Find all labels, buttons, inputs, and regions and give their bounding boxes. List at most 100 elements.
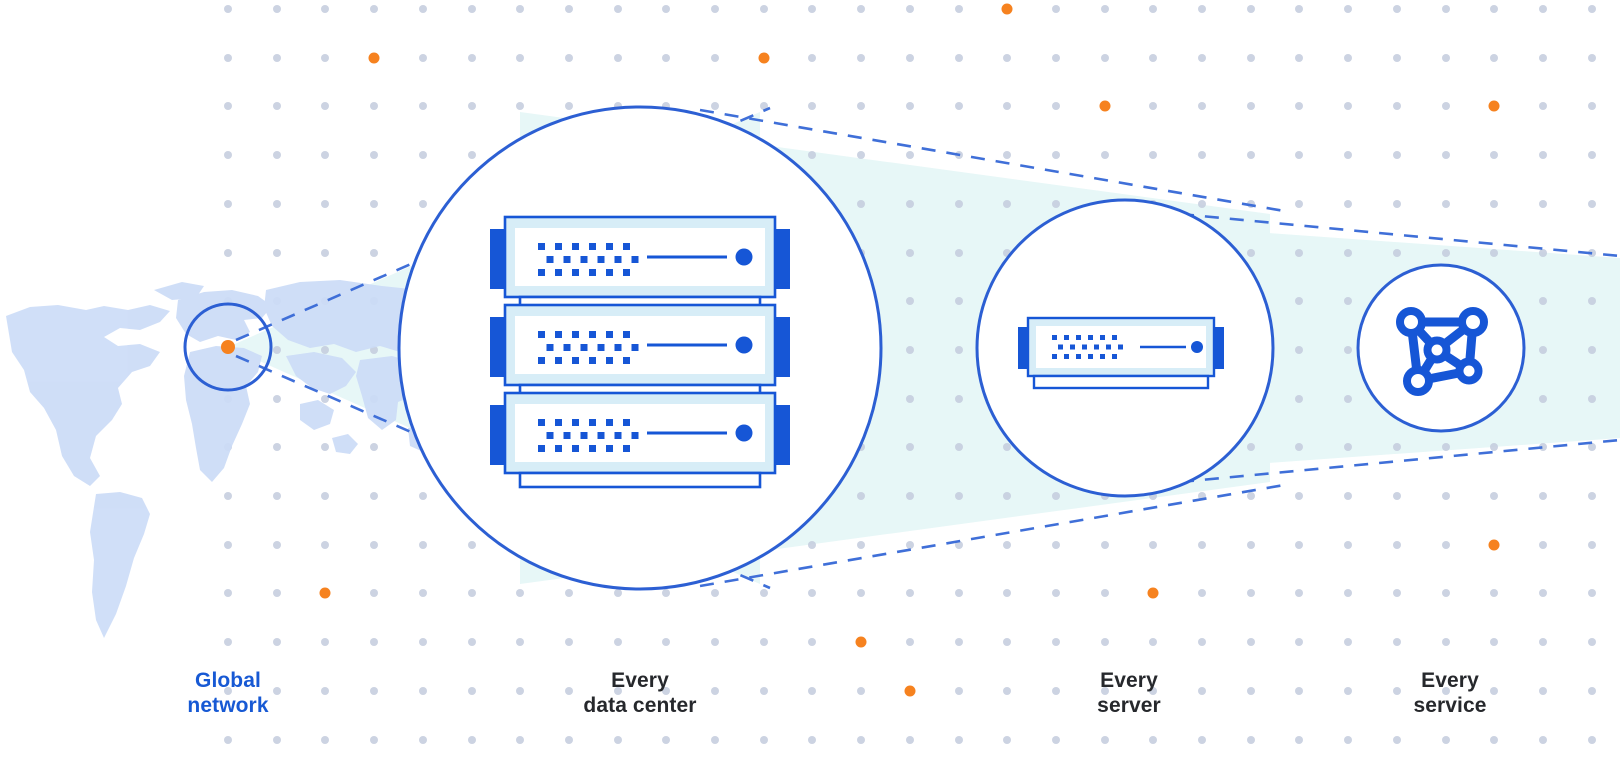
grid-dot — [857, 5, 865, 13]
grid-dot — [1442, 589, 1450, 597]
grid-dot — [321, 151, 329, 159]
grid-dot — [1149, 541, 1157, 549]
grid-dot — [1247, 54, 1255, 62]
grid-dot — [808, 102, 816, 110]
vent-dot — [1088, 354, 1093, 359]
vent-dot — [538, 419, 545, 426]
grid-dot — [1442, 687, 1450, 695]
grid-dot — [1247, 151, 1255, 159]
vent-dot — [538, 357, 545, 364]
grid-dot — [1052, 200, 1060, 208]
grid-dot — [1539, 687, 1547, 695]
stage-every-service[interactable] — [1356, 263, 1526, 433]
grid-dot — [1247, 249, 1255, 257]
vent-dot — [538, 331, 545, 338]
grid-dot — [1490, 687, 1498, 695]
vent-dot — [614, 432, 622, 439]
grid-dot — [1295, 638, 1303, 646]
grid-dot — [273, 102, 281, 110]
grid-dot — [662, 687, 670, 695]
grid-dot — [1295, 346, 1303, 354]
grid-dot — [321, 492, 329, 500]
vent-dot — [572, 357, 579, 364]
grid-dot — [906, 151, 914, 159]
rack-unit-3-vent-dots — [538, 419, 639, 452]
vent-dot — [563, 432, 571, 439]
stage-global-network[interactable] — [183, 302, 273, 392]
vent-dot — [623, 357, 630, 364]
grid-dot — [1149, 5, 1157, 13]
grid-dot — [906, 249, 914, 257]
grid-dot — [857, 687, 865, 695]
grid-dot — [906, 638, 914, 646]
grid-dot — [1588, 54, 1596, 62]
grid-dot — [419, 638, 427, 646]
grid-dot — [321, 54, 329, 62]
grid-dot — [1539, 249, 1547, 257]
grid-dot — [1490, 151, 1498, 159]
vent-dot — [538, 243, 545, 250]
grid-dot — [955, 54, 963, 62]
grid-dot — [224, 54, 232, 62]
grid-dot — [321, 541, 329, 549]
grid-dot — [1247, 541, 1255, 549]
grid-dot — [1295, 151, 1303, 159]
grid-dot — [1003, 151, 1011, 159]
grid-dot — [419, 541, 427, 549]
grid-dot — [955, 346, 963, 354]
grid-dot — [1442, 54, 1450, 62]
grid-dot — [906, 297, 914, 305]
grid-dot — [662, 5, 670, 13]
grid-dot — [224, 736, 232, 744]
grid-dot — [1101, 541, 1109, 549]
grid-dot — [1442, 249, 1450, 257]
grid-dot — [1052, 541, 1060, 549]
grid-dot — [1344, 249, 1352, 257]
grid-dot — [1490, 200, 1498, 208]
grid-dot-highlight — [855, 636, 867, 648]
grid-dot — [370, 200, 378, 208]
grid-dot — [808, 5, 816, 13]
grid-dot — [1052, 102, 1060, 110]
vent-dot — [606, 243, 613, 250]
vent-dot — [614, 256, 622, 263]
grid-dot — [1247, 492, 1255, 500]
grid-dot — [955, 102, 963, 110]
grid-dot — [1393, 687, 1401, 695]
vent-dot — [606, 445, 613, 452]
grid-dot — [419, 492, 427, 500]
grid-dot — [1442, 102, 1450, 110]
grid-dot — [1393, 541, 1401, 549]
grid-dot — [1003, 589, 1011, 597]
grid-dot — [857, 589, 865, 597]
vent-dot — [538, 269, 545, 276]
vent-dot — [606, 331, 613, 338]
grid-dot — [1539, 297, 1547, 305]
grid-dot — [419, 102, 427, 110]
grid-dot-highlight — [1001, 3, 1013, 15]
grid-dot — [808, 151, 816, 159]
grid-dot — [857, 54, 865, 62]
grid-dot — [1588, 443, 1596, 451]
grid-dot — [857, 151, 865, 159]
grid-dot — [321, 5, 329, 13]
grid-dot — [370, 492, 378, 500]
grid-dot — [1295, 200, 1303, 208]
stage-every-server[interactable] — [975, 198, 1275, 498]
grid-dot — [955, 492, 963, 500]
grid-dot — [906, 395, 914, 403]
grid-dot-highlight — [1488, 539, 1500, 551]
grid-dot — [1198, 151, 1206, 159]
grid-dot-highlight — [1488, 100, 1500, 112]
grid-dot — [1003, 54, 1011, 62]
grid-dot — [516, 638, 524, 646]
grid-dot — [955, 395, 963, 403]
rack-unit-1-vent-dots — [538, 243, 639, 276]
grid-dot — [1295, 541, 1303, 549]
stage-every-data-center[interactable] — [397, 105, 883, 591]
grid-dot — [1295, 249, 1303, 257]
grid-dot — [468, 687, 476, 695]
grid-dot — [1247, 638, 1255, 646]
grid-dot — [321, 346, 329, 354]
grid-dot — [321, 102, 329, 110]
